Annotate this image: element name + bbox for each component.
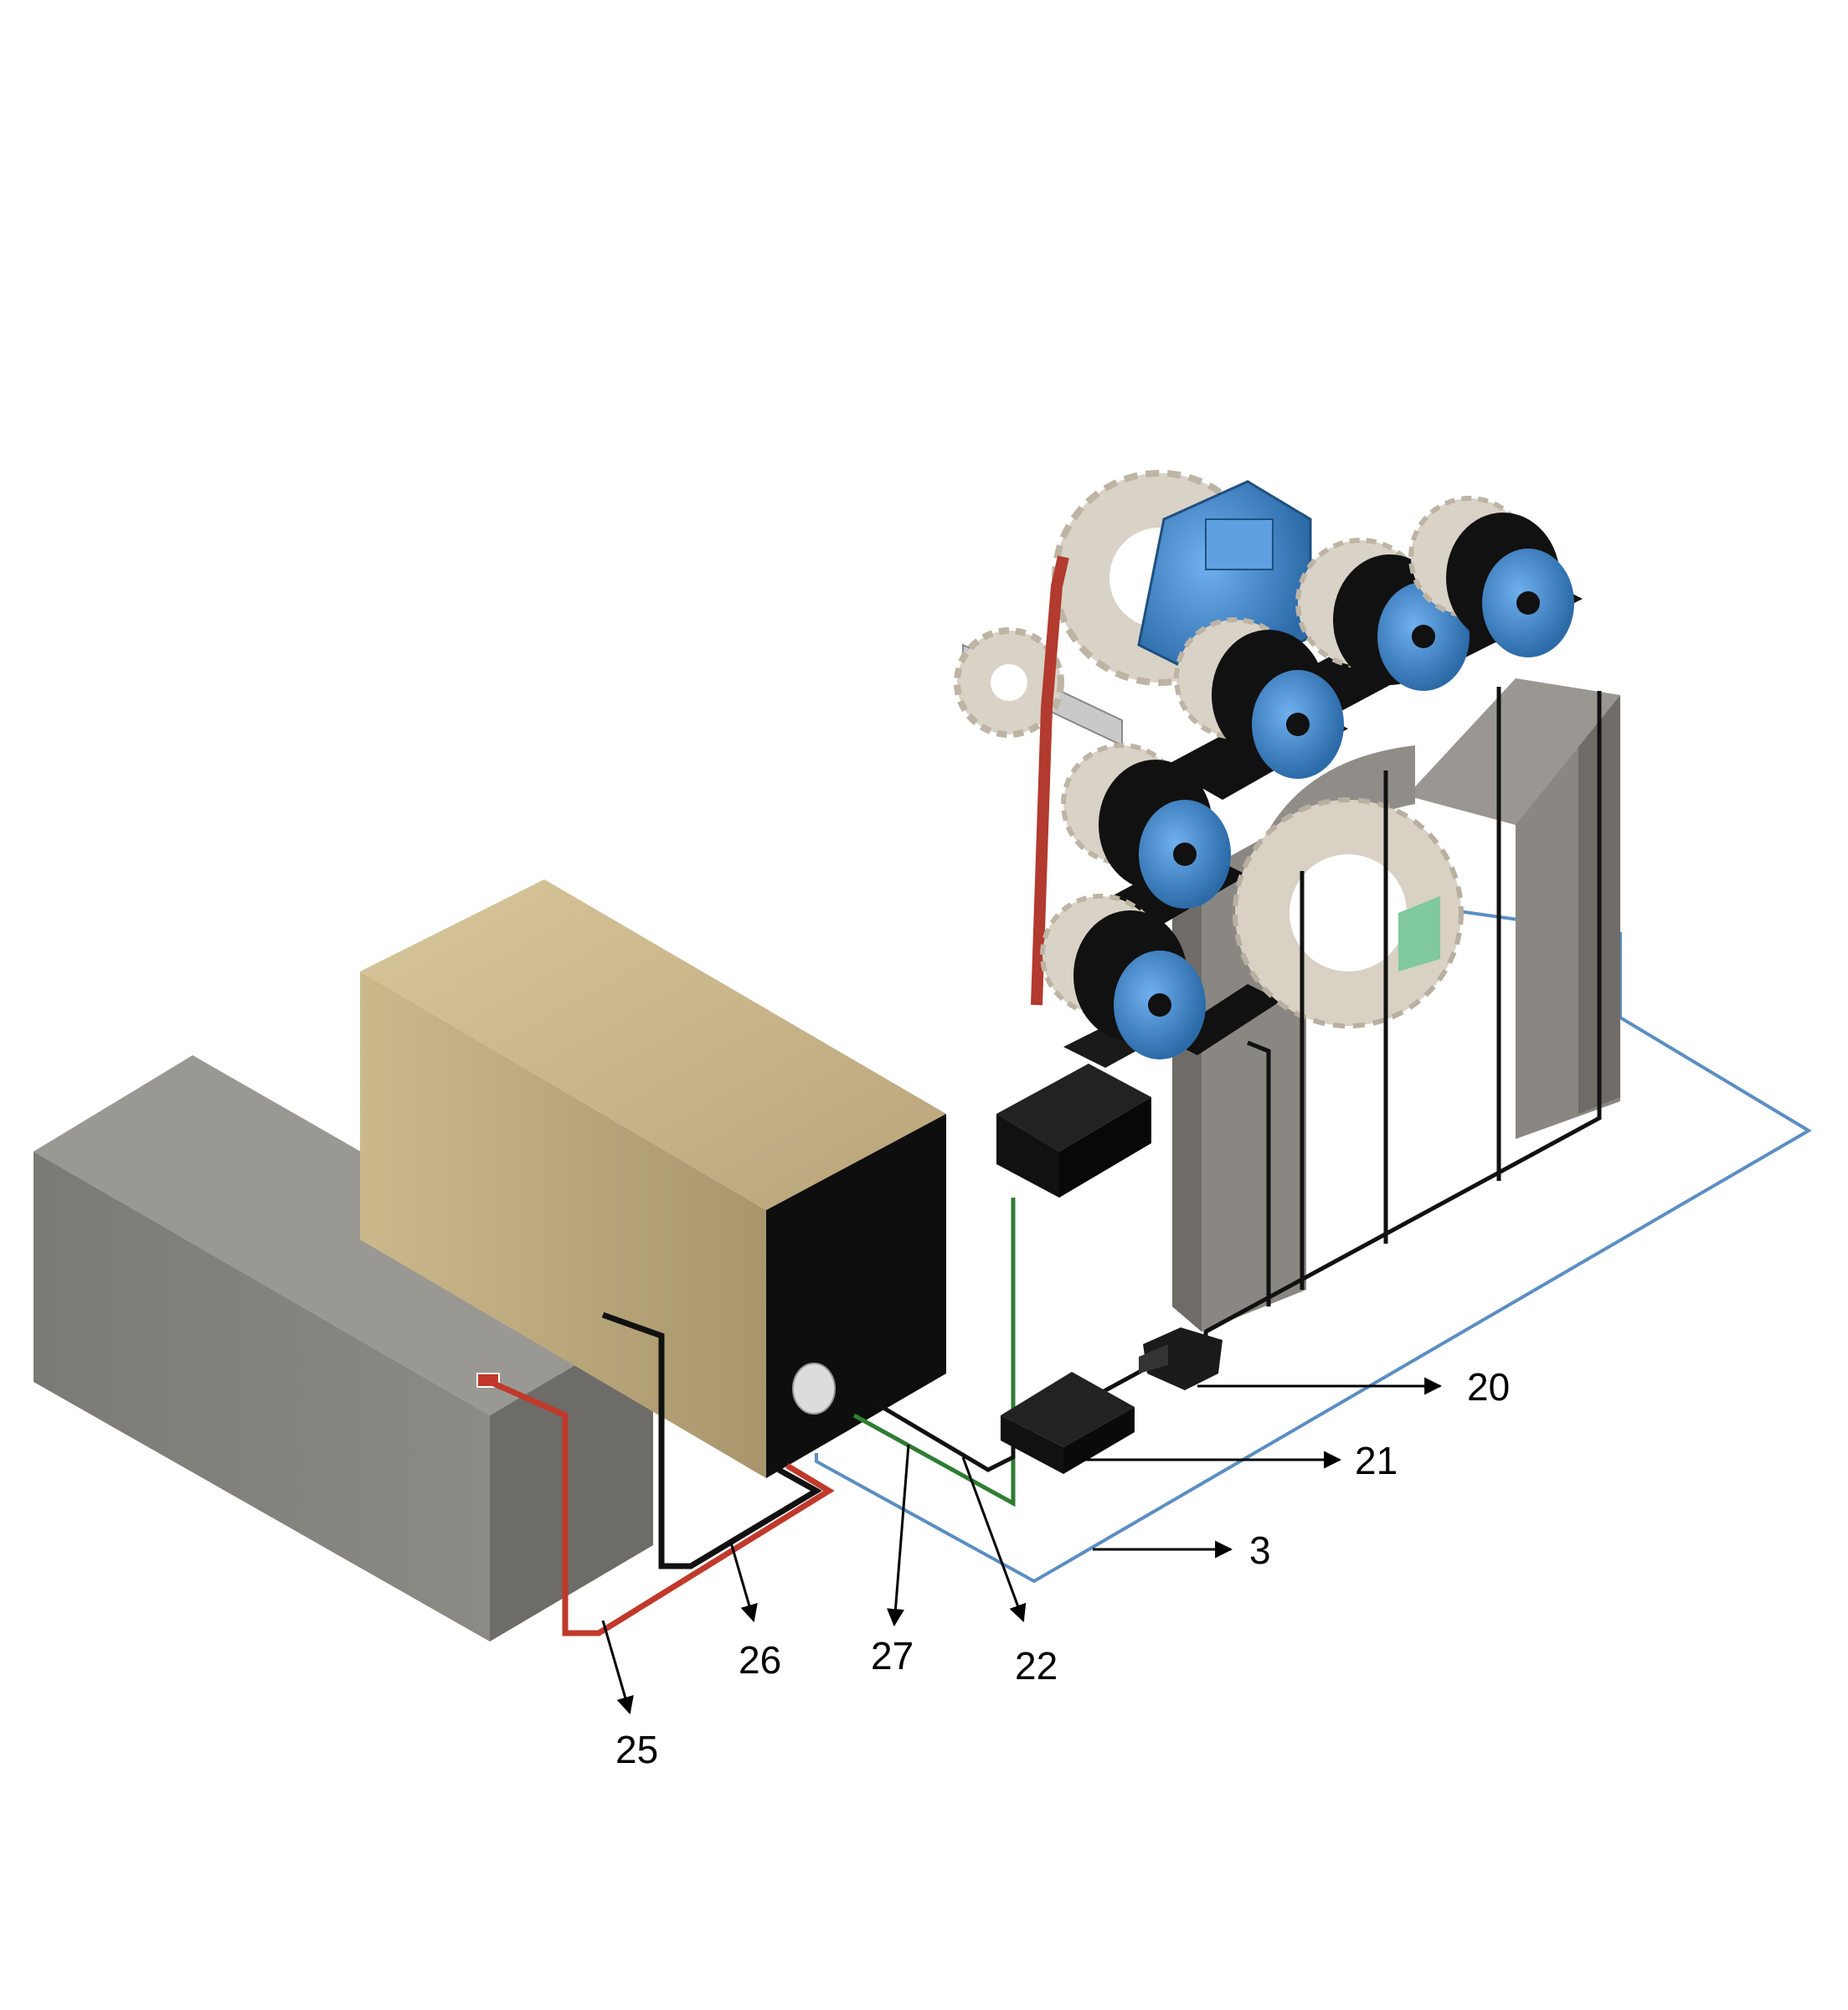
blue-motor-4: [1061, 743, 1231, 909]
red-belt: [1031, 555, 1069, 1006]
callout-20: 20: [1197, 1365, 1510, 1409]
wire-red: [488, 1379, 835, 1636]
callout-label-21: 21: [1355, 1439, 1398, 1482]
motor-wires: [1204, 687, 1602, 1334]
wire-black: [601, 1312, 822, 1569]
wire-green: [852, 1198, 1016, 1508]
callout-label-25: 25: [615, 1728, 658, 1771]
green-support: [1398, 896, 1440, 972]
callout-label-26: 26: [739, 1638, 781, 1682]
callout-label-27: 27: [871, 1634, 914, 1678]
battery-tan: [360, 879, 946, 1478]
callout-label-3: 3: [1249, 1528, 1271, 1572]
callout-3: 3: [1093, 1528, 1271, 1572]
callout-25: 25: [601, 1620, 658, 1771]
wire-black-22: [873, 1323, 1208, 1472]
callout-22: 22: [961, 1456, 1058, 1688]
callout-label-22: 22: [1015, 1644, 1058, 1688]
blue-motor-3: [1174, 617, 1344, 779]
callout-label-20: 20: [1467, 1365, 1510, 1409]
connector-20: [1139, 1327, 1223, 1390]
blue-motor-1: [1295, 538, 1470, 691]
callout-27: 27: [871, 1444, 914, 1678]
blue-motor-5: [1040, 894, 1206, 1059]
power-connector-icon: [792, 1363, 836, 1415]
battery-gray: [33, 1055, 653, 1642]
control-box: [996, 1022, 1151, 1198]
controller-21: [1001, 1372, 1135, 1474]
callout-21: 21: [1080, 1439, 1398, 1482]
callout-26: 26: [729, 1542, 781, 1682]
blue-motor-2: [1408, 496, 1574, 657]
